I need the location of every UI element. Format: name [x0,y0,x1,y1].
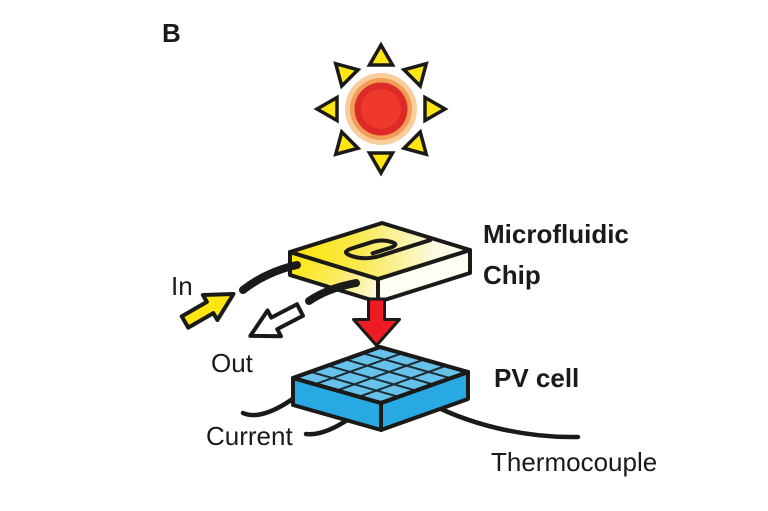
sun-ray-icon [423,94,449,124]
sun-ray-icon [333,128,362,157]
label-flow-in: In [171,271,193,301]
panel-label: B [162,18,181,48]
sun-icon [313,41,449,177]
pv-cell-icon [291,345,470,432]
sun-ray-icon [313,94,339,124]
label-chip-line2: Chip [483,260,541,290]
flow-out-arrow-icon [248,302,306,339]
microfluidic-chip-icon [288,221,472,304]
sun-ray-icon [400,61,429,90]
flow-in-arrow-icon [179,292,236,330]
label-pv-cell: PV cell [494,363,579,393]
irradiance-arrow-icon [352,297,401,347]
sun-rays-icon [313,41,449,177]
label-flow-out: Out [211,348,254,378]
sun-core-highlight [361,89,401,129]
sun-ray-icon [333,61,362,90]
serpentine-channel [339,232,430,260]
label-chip-line1: Microfluidic [483,219,629,249]
outlet-tube-line [305,279,360,305]
label-current: Current [206,421,293,451]
sun-ray-icon [366,151,396,177]
inlet-tube-line [239,261,301,294]
label-thermocouple: Thermocouple [491,447,657,477]
sun-ray-icon [400,128,429,157]
pv-top-outline [291,345,470,405]
pv-grid-lines [293,347,468,403]
sun-ray-icon [366,41,396,67]
